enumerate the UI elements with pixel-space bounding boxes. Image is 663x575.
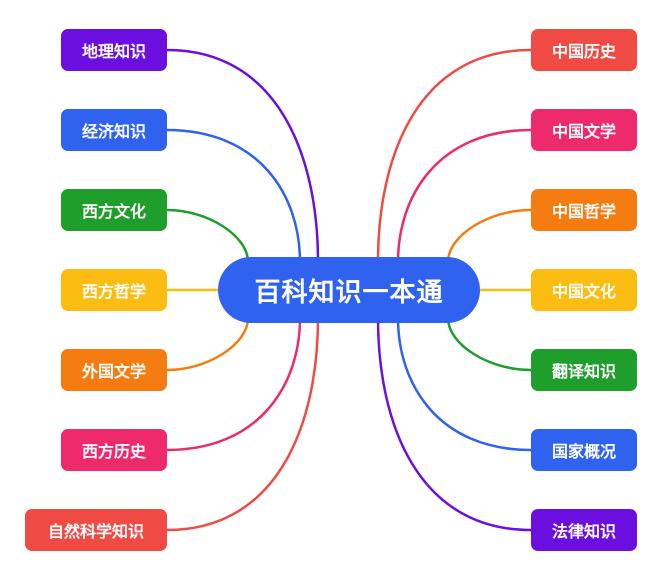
topic-node-left-4[interactable]: 外国文学 [61, 349, 167, 391]
topic-node-left-1[interactable]: 经济知识 [61, 109, 167, 151]
topic-node-left-6[interactable]: 自然科学知识 [25, 509, 167, 551]
connector-left-5 [166, 317, 302, 452]
connector-right-1 [396, 128, 532, 263]
connector-left-0 [166, 48, 320, 263]
topic-node-left-3[interactable]: 西方哲学 [61, 269, 167, 311]
central-topic[interactable]: 百科知识一本通 [218, 257, 480, 323]
topic-node-left-2[interactable]: 西方文化 [61, 189, 167, 231]
connector-left-1 [166, 128, 302, 263]
topic-node-right-6[interactable]: 法律知识 [531, 509, 637, 551]
connector-right-0 [376, 48, 532, 263]
connector-right-2 [446, 208, 532, 263]
topic-node-right-1[interactable]: 中国文学 [531, 109, 637, 151]
connector-left-6 [166, 317, 320, 532]
connector-right-6 [376, 317, 532, 532]
connector-right-4 [446, 317, 532, 372]
connector-left-2 [166, 208, 250, 263]
topic-node-right-4[interactable]: 翻译知识 [531, 349, 637, 391]
topic-node-right-2[interactable]: 中国哲学 [531, 189, 637, 231]
connector-left-4 [166, 317, 250, 372]
topic-node-right-0[interactable]: 中国历史 [531, 29, 637, 71]
topic-node-left-0[interactable]: 地理知识 [61, 29, 167, 71]
connector-right-5 [396, 317, 532, 452]
topic-node-right-3[interactable]: 中国文化 [531, 269, 637, 311]
topic-node-right-5[interactable]: 国家概况 [531, 429, 637, 471]
topic-node-left-5[interactable]: 西方历史 [61, 429, 167, 471]
